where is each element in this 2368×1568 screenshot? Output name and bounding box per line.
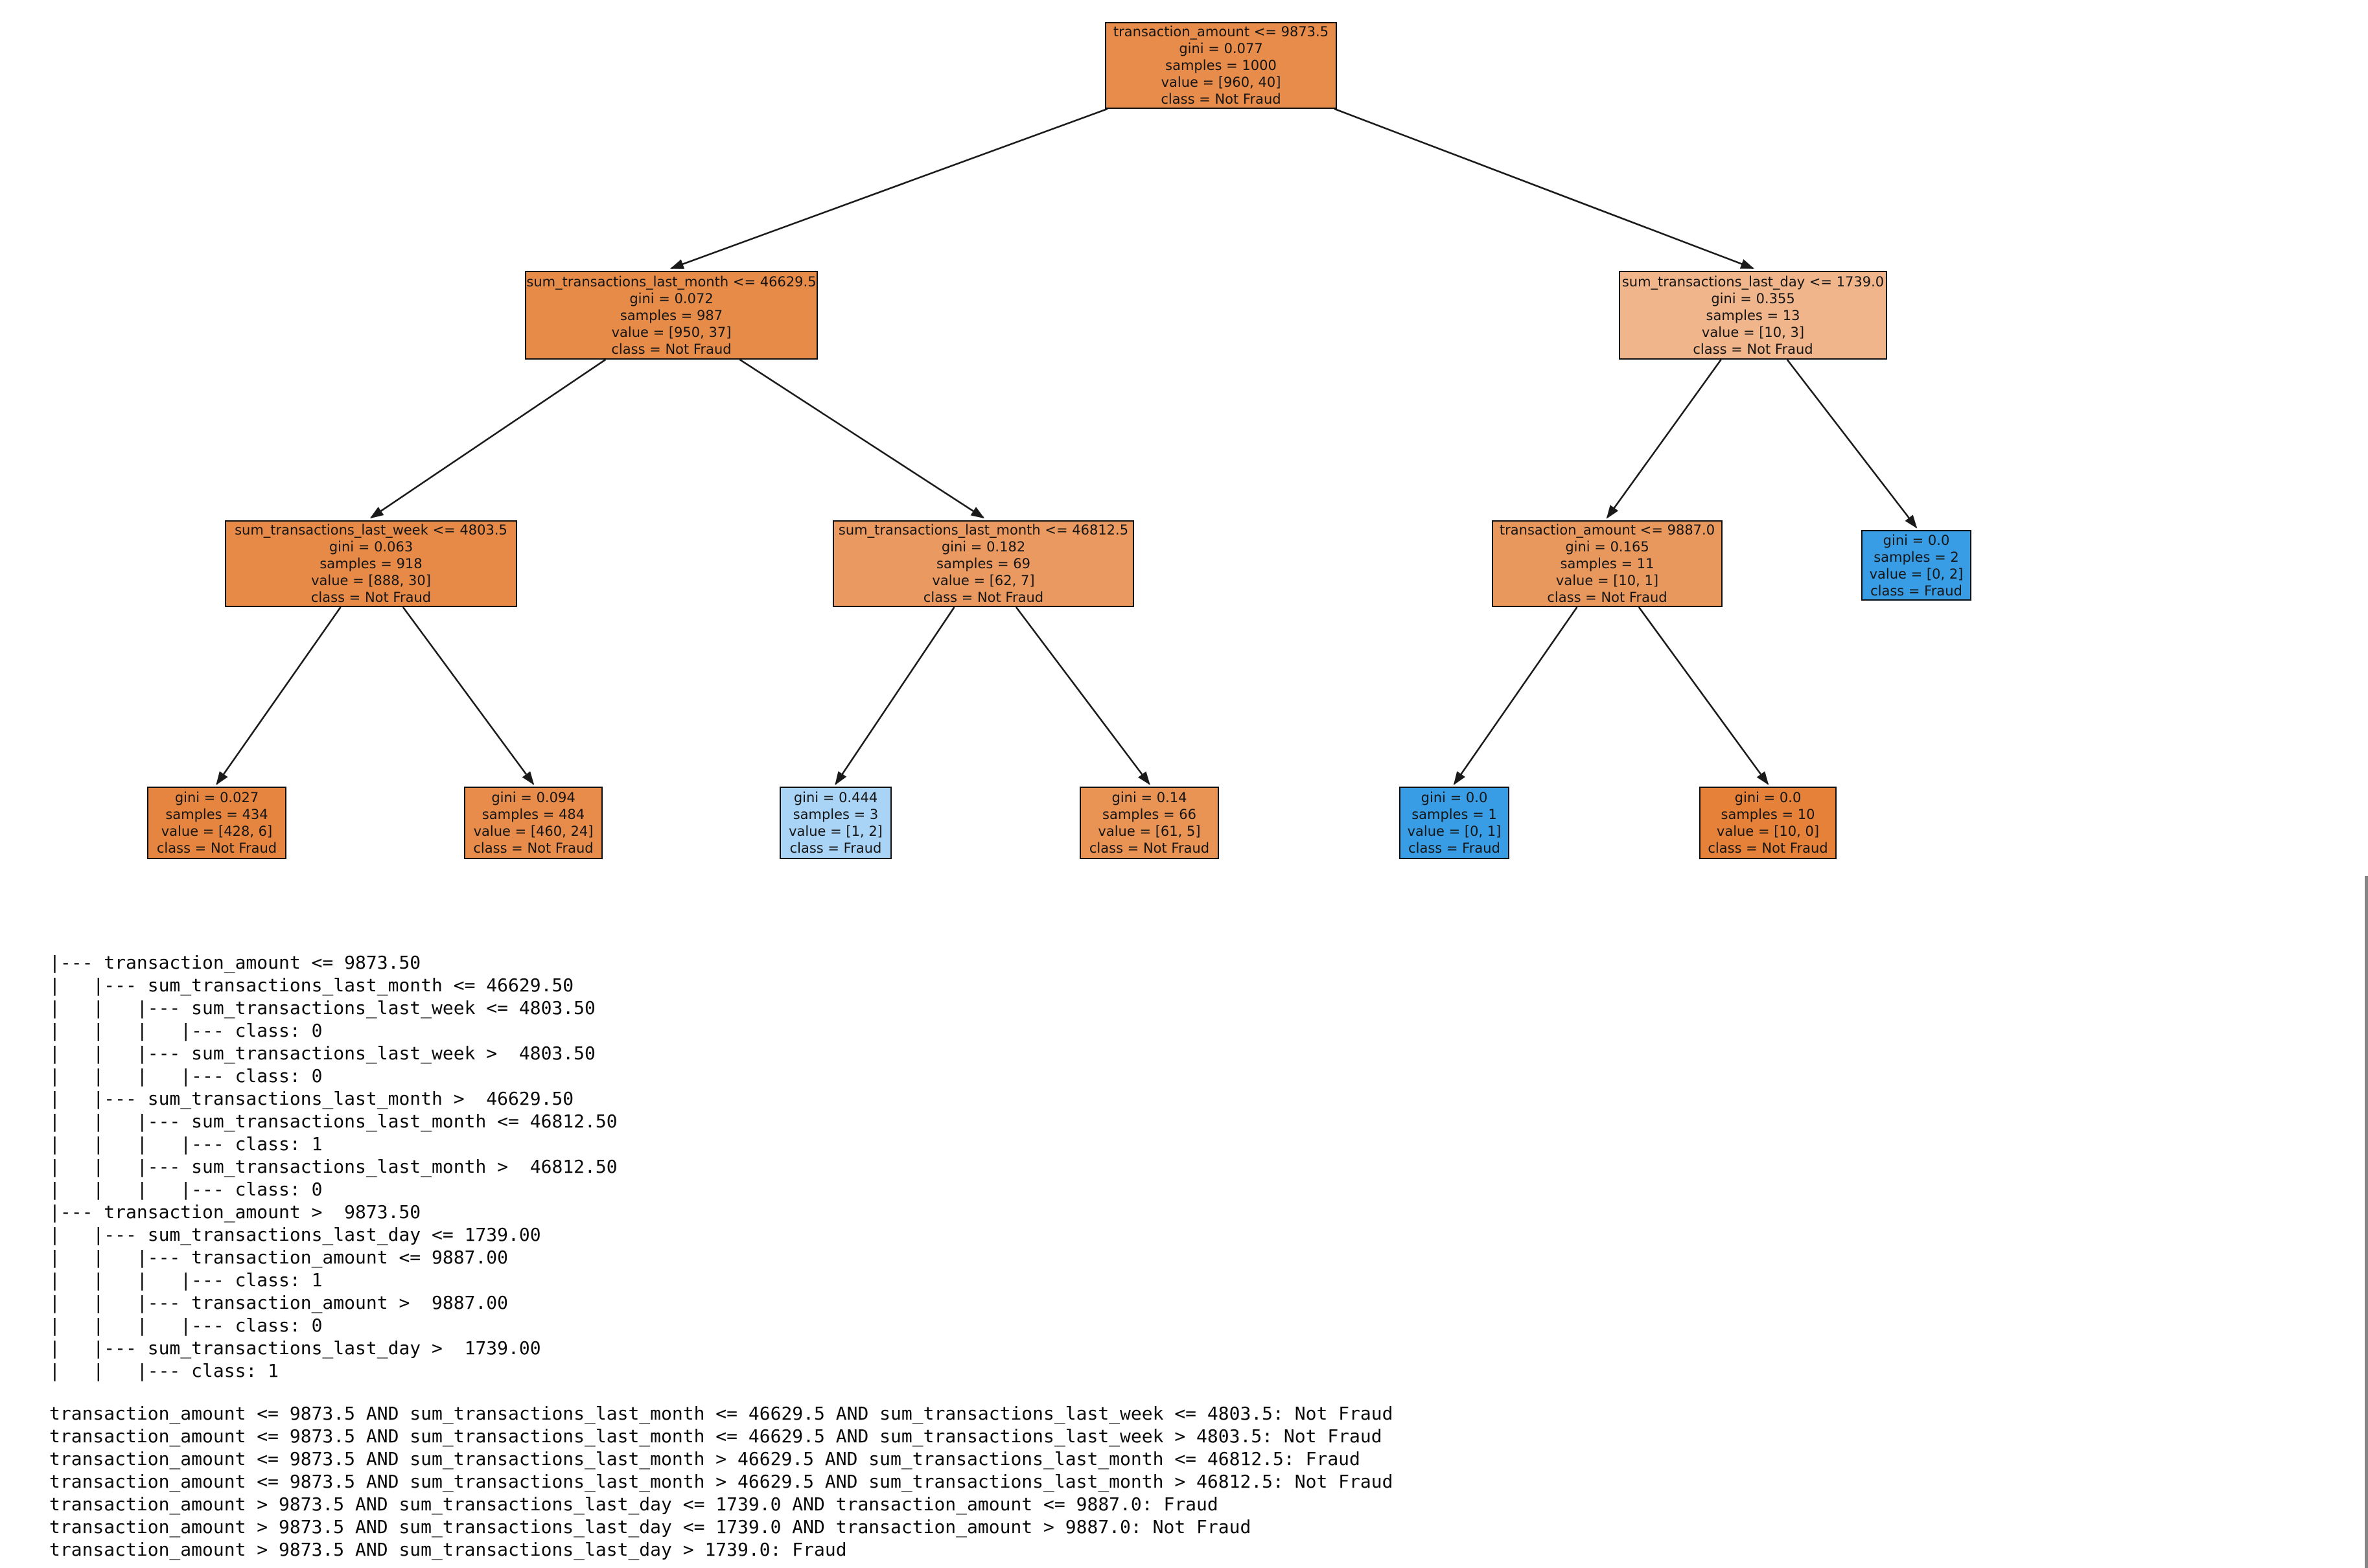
tree-node-n8: gini = 0.094 samples = 484 value = [460, 2… — [464, 787, 603, 859]
node-text-line: gini = 0.0 — [1734, 790, 1802, 805]
node-text-line: samples = 13 — [1706, 307, 1800, 323]
node-text-line: sum_transactions_last_month <= 46812.5 — [838, 522, 1129, 538]
node-text-line: samples = 434 — [165, 807, 268, 822]
node-text-line: samples = 987 — [620, 307, 723, 323]
node-text-line: class = Not Fraud — [156, 840, 277, 856]
node-text-line: gini = 0.072 — [629, 290, 714, 306]
node-text-line: class = Not Fraud — [1161, 91, 1281, 107]
tree-edge — [402, 606, 535, 785]
tree-edge — [1638, 606, 1769, 785]
node-text-line: transaction_amount <= 9887.0 — [1499, 522, 1715, 538]
tree-node-n11: gini = 0.0 samples = 1 value = [0, 1]class… — [1399, 787, 1509, 859]
node-text-line: gini = 0.14 — [1111, 790, 1187, 805]
node-text-line: class = Fraud — [789, 840, 882, 856]
node-text-line: sum_transactions_last_month <= 46629.5 — [526, 273, 817, 290]
node-text-line: class = Fraud — [1870, 582, 1962, 599]
node-text-line: value = [0, 1] — [1407, 824, 1502, 839]
scrollbar[interactable] — [2365, 876, 2368, 1568]
tree-node-n9: gini = 0.444 samples = 3 value = [1, 2]cla… — [780, 787, 892, 859]
node-text-line: samples = 2 — [1874, 549, 1959, 565]
node-text-line: value = [960, 40] — [1161, 75, 1281, 90]
node-text-line: samples = 1 — [1411, 807, 1497, 822]
tree-edges — [216, 108, 1918, 785]
node-text-line: class = Not Fraud — [473, 840, 594, 856]
tree-node-n7: gini = 0.027 samples = 434 value = [428, 6… — [147, 787, 286, 859]
rules-text-output: transaction_amount <= 9873.5 AND sum_tra… — [49, 1403, 1393, 1560]
node-text-line: class = Not Fraud — [611, 341, 732, 357]
tree-edge — [1015, 606, 1150, 785]
node-text-line: value = [10, 3] — [1701, 324, 1805, 340]
node-text-line: gini = 0.094 — [491, 790, 575, 805]
node-text-line: gini = 0.182 — [941, 539, 1026, 555]
node-text-line: gini = 0.0 — [1883, 532, 1950, 548]
node-text-line: value = [0, 2] — [1869, 566, 1964, 582]
tree-edge — [216, 606, 342, 785]
node-text-line: samples = 918 — [319, 556, 423, 571]
node-text-line: value = [62, 7] — [932, 573, 1035, 588]
tree-node-n12: gini = 0.0 samples = 10 value = [10, 0]cla… — [1699, 787, 1837, 859]
tree-edge — [1786, 359, 1918, 529]
node-text-line: gini = 0.165 — [1565, 539, 1649, 555]
node-text-line: value = [950, 37] — [611, 324, 732, 340]
node-text-line: sum_transactions_last_day <= 1739.0 — [1621, 273, 1885, 290]
node-text-line: samples = 69 — [936, 556, 1030, 571]
node-text-line: class = Not Fraud — [1547, 590, 1667, 605]
tree-edge — [670, 108, 1108, 270]
tree-edge — [835, 606, 955, 785]
node-text-line: samples = 10 — [1721, 807, 1815, 822]
node-text-line: gini = 0.077 — [1179, 41, 1263, 56]
node-text-line: transaction_amount <= 9873.5 — [1113, 24, 1329, 40]
node-text-line: class = Not Fraud — [1708, 840, 1828, 856]
node-text-line: value = [460, 24] — [473, 824, 594, 839]
node-text-line: gini = 0.444 — [793, 790, 878, 805]
node-text-line: class = Not Fraud — [1693, 341, 1813, 357]
tree-edge — [1334, 108, 1754, 270]
node-text-line: gini = 0.063 — [329, 539, 413, 555]
node-text-line: value = [1, 2] — [789, 824, 883, 839]
tree-edge — [739, 358, 985, 519]
tree-edge — [369, 358, 607, 519]
tree-text-output: |--- transaction_amount <= 9873.50 | |--… — [49, 952, 618, 1381]
node-text-line: samples = 66 — [1102, 807, 1196, 822]
node-text-line: value = [10, 1] — [1555, 573, 1659, 588]
node-text-line: samples = 3 — [793, 807, 879, 822]
node-text-line: gini = 0.027 — [174, 790, 259, 805]
node-text-line: class = Not Fraud — [310, 590, 432, 605]
node-text-line: value = [10, 0] — [1716, 824, 1820, 839]
node-text-line: samples = 484 — [482, 807, 585, 822]
tree-edge — [1453, 606, 1578, 785]
node-text-line: gini = 0.0 — [1421, 790, 1488, 805]
node-text-line: value = [61, 5] — [1098, 824, 1201, 839]
node-text-line: class = Not Fraud — [1089, 840, 1210, 856]
node-text-line: sum_transactions_last_week <= 4803.5 — [235, 522, 507, 538]
node-text-line: samples = 1000 — [1165, 58, 1277, 73]
node-text-line: samples = 11 — [1560, 556, 1654, 571]
tree-edge — [1606, 359, 1722, 519]
node-text-line: value = [888, 30] — [311, 573, 431, 588]
node-text-line: class = Not Fraud — [923, 590, 1044, 605]
node-text-line: gini = 0.355 — [1711, 290, 1795, 306]
tree-node-n10: gini = 0.14 samples = 66 value = [61, 5]cl… — [1080, 787, 1219, 859]
node-text-line: value = [428, 6] — [161, 824, 273, 839]
node-text-line: class = Fraud — [1408, 840, 1500, 856]
